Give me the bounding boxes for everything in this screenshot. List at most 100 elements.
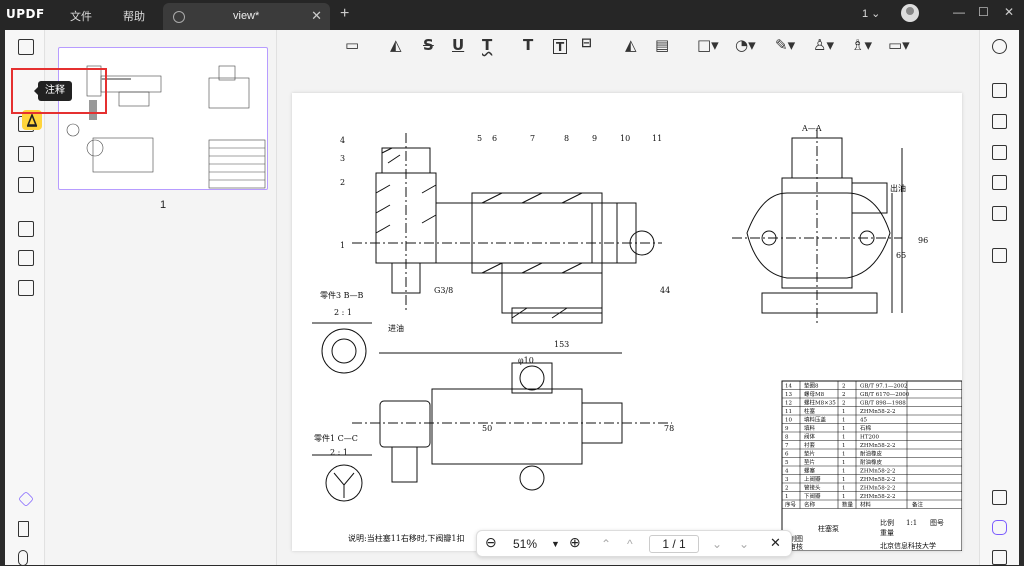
close-zoom-bar-icon[interactable]: ✕ (770, 535, 781, 550)
underline-icon[interactable]: U (452, 36, 465, 54)
window-count[interactable]: 1 ⌄ (862, 8, 881, 20)
form-icon[interactable] (18, 146, 34, 162)
convert-icon[interactable] (992, 114, 1007, 129)
dim-65: 65 (896, 251, 906, 260)
menu-file[interactable]: 文件 (70, 10, 92, 23)
title-block-drawn: 制图 (789, 534, 803, 543)
title-block-check: 审核 (789, 542, 803, 551)
page-number-input[interactable]: 1 / 1 (649, 535, 699, 553)
pin-icon[interactable]: ✎▾ (775, 36, 796, 54)
table-cell-no: 13 (785, 392, 792, 398)
dim-phi10: φ10 (518, 356, 534, 365)
menu-help[interactable]: 帮助 (123, 10, 145, 23)
table-cell-qty: 2 (842, 392, 846, 398)
document-tab[interactable]: view* ✕ (163, 3, 330, 30)
label-9: 9 (592, 134, 597, 143)
save-icon[interactable] (992, 248, 1007, 263)
zoom-out-icon[interactable]: ⊖ (485, 534, 497, 550)
table-cell-qty: 2 (842, 384, 846, 390)
avatar[interactable] (901, 4, 919, 22)
table-cell-std: ZHMn58-2-2 (860, 469, 896, 475)
table-cell-name: 垫片 (804, 458, 815, 466)
chat-icon[interactable] (992, 550, 1007, 565)
label-4: 4 (340, 136, 345, 145)
zoom-value[interactable]: 51% (513, 537, 538, 551)
new-tab-icon[interactable]: + (340, 5, 350, 22)
page-icon[interactable] (18, 280, 34, 296)
ocr-icon[interactable] (992, 83, 1007, 98)
table-cell-no: 3 (785, 477, 789, 483)
thread-label: G3/8 (434, 286, 453, 295)
table-cell-std: ZHMn58-2-2 (860, 477, 896, 483)
close-tab-icon[interactable]: ✕ (311, 8, 322, 23)
eraser-icon[interactable]: ▤ (655, 36, 670, 54)
email-icon[interactable] (992, 206, 1007, 221)
sticker-icon[interactable]: ◔▾ (735, 36, 756, 54)
zoom-dropdown-icon[interactable]: ▼ (551, 539, 560, 549)
document-page[interactable]: 4 3 2 1 5 6 7 8 9 10 11 A—A 零件3 B—B 2 : … (292, 93, 962, 551)
table-cell-name: 螺母M8 (804, 390, 825, 398)
sign-icon[interactable] (18, 177, 34, 193)
ai-assistant-icon[interactable] (992, 520, 1007, 535)
part3-title: 零件3 B—B (320, 290, 364, 300)
bookmark-icon[interactable] (18, 521, 29, 537)
zoom-in-icon[interactable]: ⊕ (569, 534, 581, 550)
table-cell-no: 14 (785, 384, 792, 390)
table-cell-name: 填料 (804, 424, 816, 432)
share-icon[interactable] (992, 175, 1007, 190)
zoom-bar: ⊖ 51% ▼ ⊕ ⌃ ^ 1 / 1 ⌄ ⌄ ✕ (476, 530, 792, 557)
pencil-icon[interactable]: ◭ (625, 36, 637, 54)
highlight-icon[interactable]: ◭ (390, 36, 402, 54)
dim-44: 44 (660, 286, 670, 295)
table-cell-name: 填料压盖 (804, 416, 827, 424)
section-aa-title: A—A (801, 124, 822, 133)
note-icon[interactable]: ▭ (345, 36, 360, 54)
stamp-icon[interactable]: ♙▾ (813, 36, 834, 54)
minimize-button[interactable]: — (953, 5, 965, 19)
squiggly-icon[interactable]: T (482, 36, 493, 54)
table-cell-std: ZHMn58-2-2 (860, 494, 896, 500)
label-3: 3 (340, 154, 345, 163)
callout-icon[interactable]: ⊟ (581, 36, 592, 51)
last-page-icon[interactable]: ⌄ (739, 537, 750, 551)
textbox-icon[interactable]: T (553, 39, 568, 54)
table-cell-std: 石棉 (860, 424, 872, 432)
layers-icon[interactable] (18, 491, 34, 507)
title-block-drawno-label: 图号 (930, 519, 944, 527)
prev-page-icon[interactable]: ^ (627, 537, 633, 551)
table-cell-qty: 1 (842, 426, 846, 432)
text-icon[interactable]: T (523, 36, 534, 54)
first-page-icon[interactable]: ⌃ (601, 537, 612, 551)
next-page-icon[interactable]: ⌄ (712, 537, 723, 551)
protect-icon[interactable] (992, 145, 1007, 160)
signature-icon[interactable]: ♗▾ (851, 36, 872, 54)
translate-icon[interactable] (992, 490, 1007, 505)
shape-icon[interactable]: □▾ (697, 36, 719, 54)
comment-icon[interactable] (22, 110, 42, 130)
table-header-no: 序号 (785, 501, 797, 509)
maximize-button[interactable]: ☐ (978, 5, 989, 19)
note-text: 说明:当柱塞11右移时,下阀瓣1扣 (348, 533, 465, 543)
attachment-icon[interactable] (18, 550, 28, 566)
crop-icon[interactable] (18, 250, 34, 266)
title-block-school: 北京信息科技大学 (880, 541, 936, 550)
table-cell-no: 6 (785, 452, 789, 458)
measure-icon[interactable]: ▭▾ (888, 36, 910, 54)
label-8: 8 (564, 134, 569, 143)
table-cell-no: 1 (785, 494, 789, 500)
strikethrough-icon[interactable]: S (423, 36, 434, 54)
part1-title: 零件1 C—C (314, 433, 358, 443)
table-cell-name: 衬套 (804, 441, 816, 449)
page-thumbnail[interactable] (58, 47, 268, 190)
table-header-name: 名称 (804, 501, 816, 509)
organize-icon[interactable] (18, 221, 34, 237)
thumbnail-page-number: 1 (160, 199, 167, 211)
table-cell-no: 7 (785, 443, 789, 449)
reader-icon[interactable] (18, 39, 34, 55)
page-number-value: 1 / 1 (662, 537, 686, 551)
close-window-button[interactable]: ✕ (1004, 5, 1015, 19)
table-cell-qty: 1 (842, 460, 846, 466)
part1-ratio: 2 : 1 (330, 448, 348, 457)
inlet-label: 进油 (388, 323, 404, 333)
search-icon[interactable] (992, 39, 1007, 54)
